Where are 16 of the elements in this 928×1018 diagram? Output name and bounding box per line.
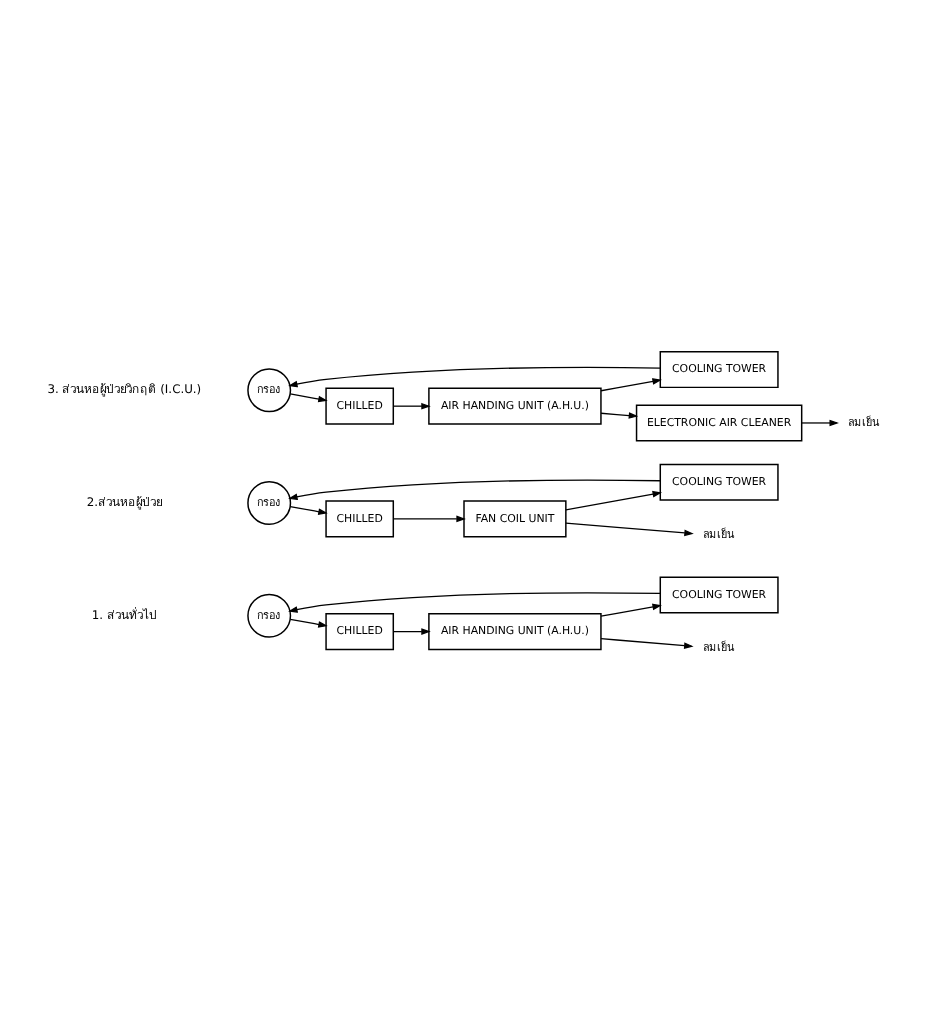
- arrow: [288, 592, 661, 613]
- arrow: [288, 366, 661, 388]
- arrow: [289, 506, 328, 515]
- arrow: [600, 603, 662, 617]
- arrow: [600, 378, 662, 392]
- arrow: [392, 515, 466, 523]
- arrow: [392, 402, 431, 410]
- arrow: [565, 490, 663, 511]
- arrow: [600, 412, 639, 419]
- arrow: [801, 419, 839, 427]
- arrow: [289, 393, 328, 403]
- arrow: [289, 618, 328, 628]
- arrow: [565, 522, 694, 537]
- arrow: [392, 628, 431, 635]
- arrow: [288, 479, 661, 501]
- arrow: [600, 638, 694, 649]
